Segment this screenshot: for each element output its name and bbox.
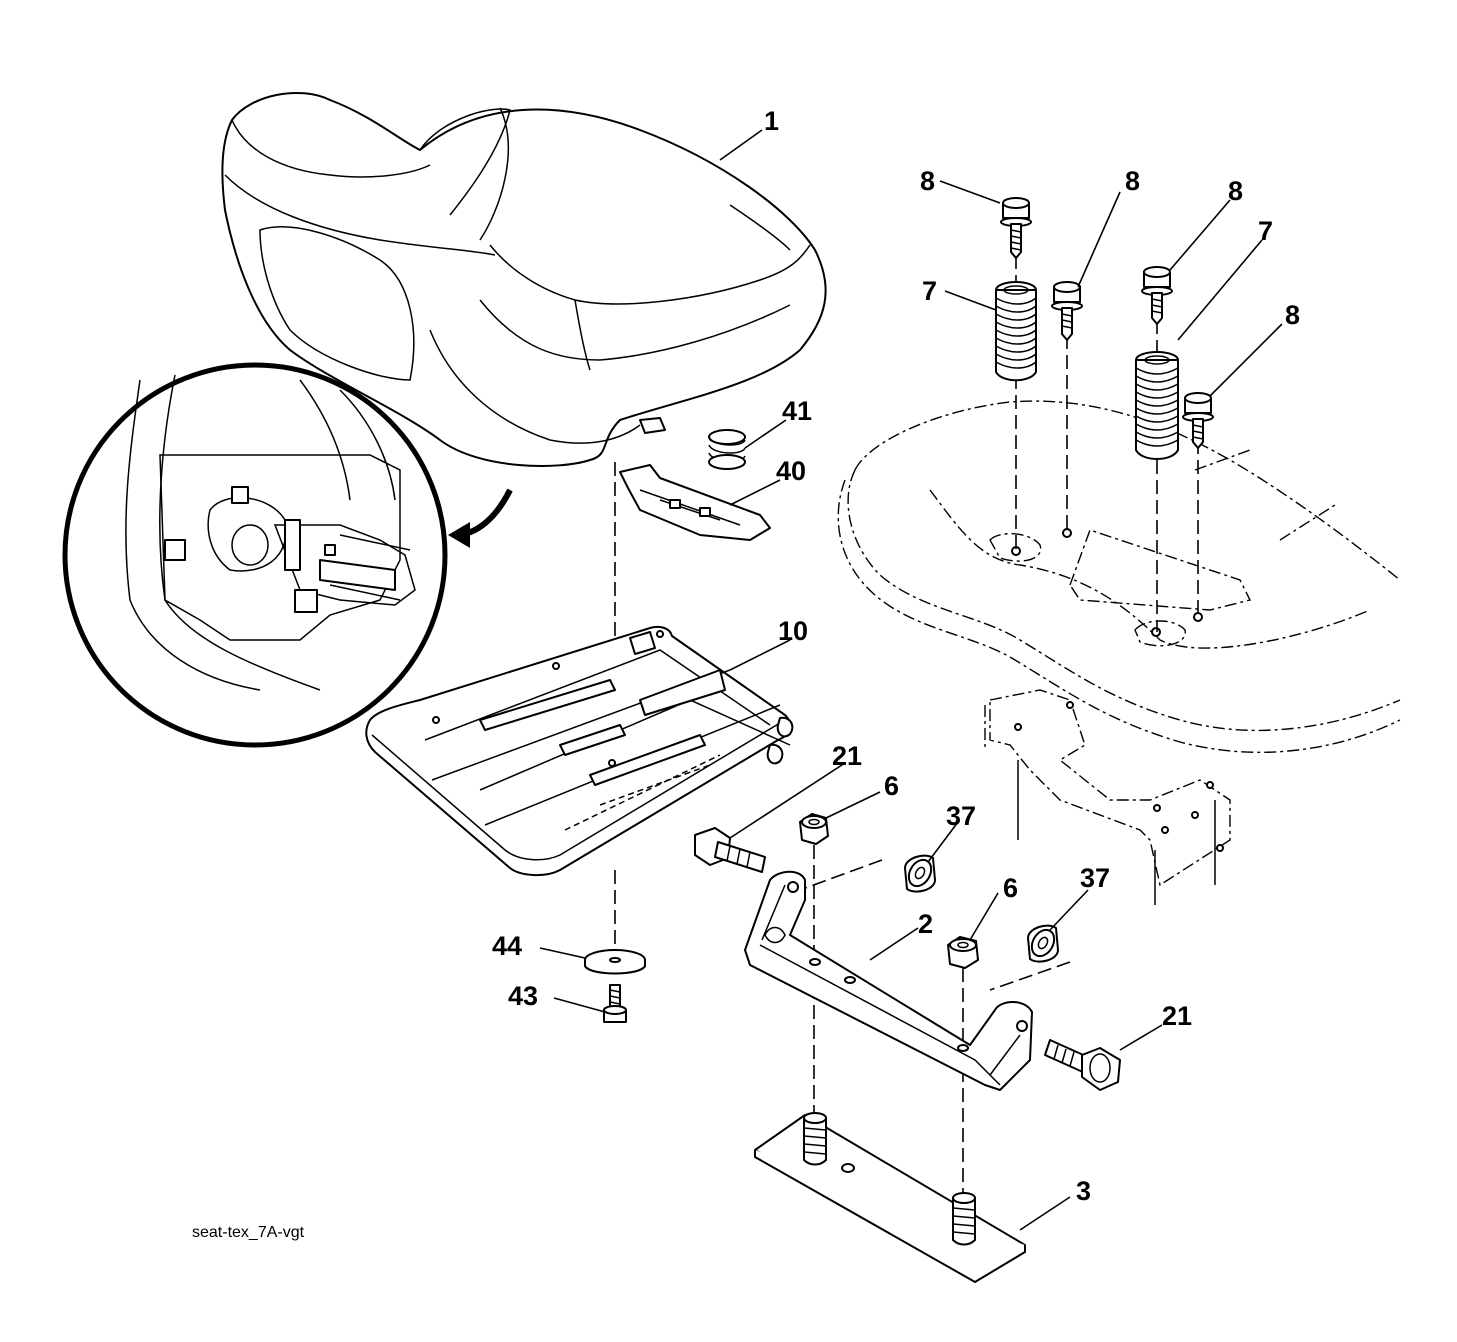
callout-7-a: 7 xyxy=(922,276,937,306)
mower-frame-outline xyxy=(837,400,1401,905)
leader-lines xyxy=(539,129,1283,1231)
washer-part-37-b xyxy=(1027,924,1059,963)
callout-37-a: 37 xyxy=(946,801,976,831)
detail-magnifier-view xyxy=(62,362,448,748)
callout-3: 3 xyxy=(1076,1176,1091,1206)
callout-7-b: 7 xyxy=(1258,216,1273,246)
seat-pan-part-10 xyxy=(365,625,794,876)
callout-41: 41 xyxy=(782,396,812,426)
switch-bracket-part-40 xyxy=(619,464,771,541)
bolt-part-43 xyxy=(603,984,627,1023)
stud-right xyxy=(952,1192,976,1246)
callout-43: 43 xyxy=(508,981,538,1011)
callout-10: 10 xyxy=(778,616,808,646)
washer-part-37-a xyxy=(904,854,936,893)
callout-37-b: 37 xyxy=(1080,863,1110,893)
washer-part-44 xyxy=(584,949,646,975)
curved-arrow-icon xyxy=(448,488,513,548)
callout-8-b: 8 xyxy=(1125,166,1140,196)
base-plate-part-3 xyxy=(754,1112,1026,1283)
spring-7-a xyxy=(995,281,1037,382)
stud-left xyxy=(803,1112,827,1166)
callout-2: 2 xyxy=(918,909,933,939)
seat-part-1 xyxy=(221,92,827,467)
callout-8-c: 8 xyxy=(1228,176,1243,206)
callout-21-b: 21 xyxy=(1162,1001,1192,1031)
bolt-part-21-left xyxy=(694,827,766,873)
bolt-8-a xyxy=(1000,197,1032,259)
bolt-8-d xyxy=(1182,392,1214,449)
bracket-part-2 xyxy=(744,870,1033,1091)
callout-21-a: 21 xyxy=(832,741,862,771)
bolt-8-b xyxy=(1051,281,1083,341)
mount-bolts-and-springs xyxy=(995,197,1214,632)
callout-6-a: 6 xyxy=(884,771,899,801)
spring-part-41 xyxy=(708,429,746,470)
nut-part-6-b xyxy=(947,936,979,969)
spring-7-b xyxy=(1135,351,1179,460)
callout-44: 44 xyxy=(492,931,522,961)
callout-8-a: 8 xyxy=(920,166,935,196)
diagram-caption: seat-tex_7A-vgt xyxy=(192,1224,305,1241)
bolt-part-21-right xyxy=(1044,1039,1121,1091)
bolt-8-c xyxy=(1141,266,1173,325)
callout-6-b: 6 xyxy=(1003,873,1018,903)
callout-40: 40 xyxy=(776,456,806,486)
callout-labels: 1 8 8 8 7 7 8 41 40 10 21 6 37 6 37 2 44… xyxy=(492,106,1300,1206)
callout-8-d: 8 xyxy=(1285,300,1300,330)
nut-part-6-a xyxy=(799,813,829,845)
callout-1: 1 xyxy=(764,106,779,136)
